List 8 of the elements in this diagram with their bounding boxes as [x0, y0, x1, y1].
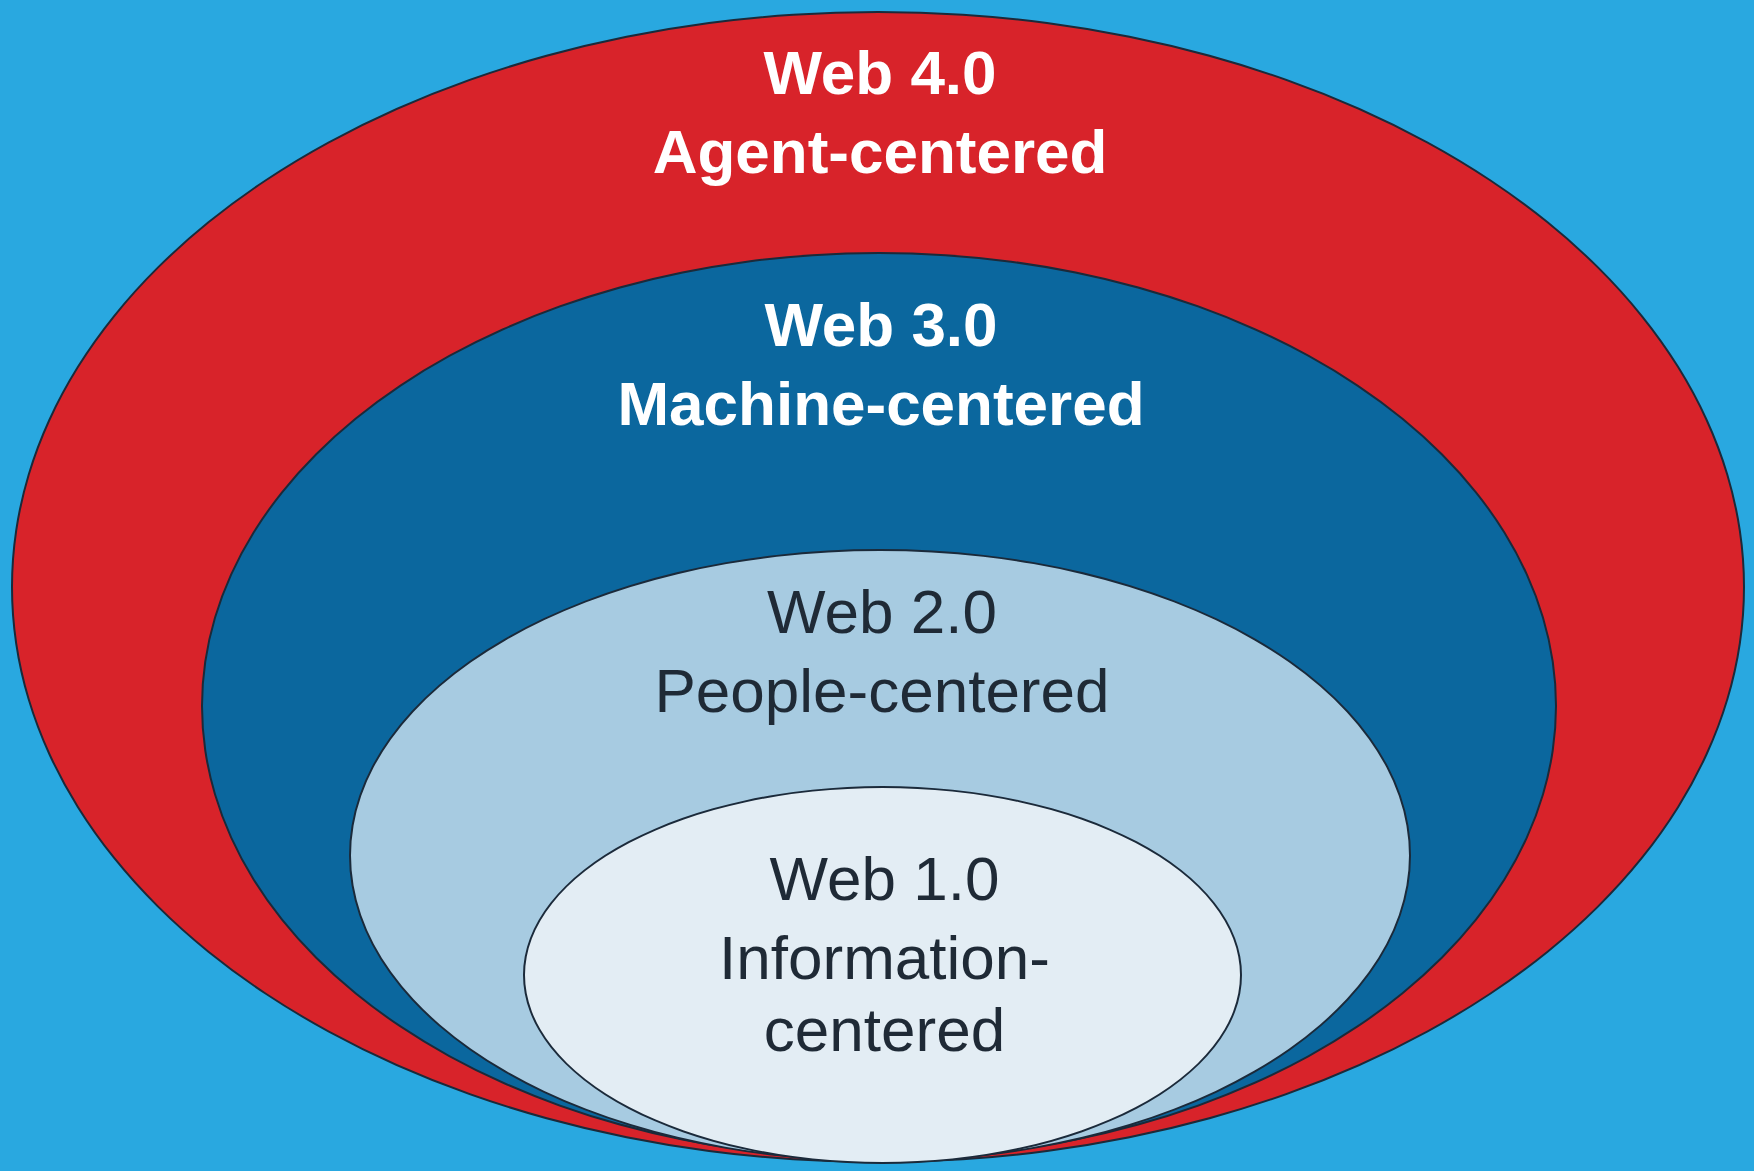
layer-description: Information-centered — [718, 922, 1051, 1065]
layer-description: Machine-centered — [617, 368, 1145, 440]
layer-description: Agent-centered — [652, 116, 1108, 188]
layer-description: People-centered — [654, 655, 1110, 727]
layer-title: Web 4.0 — [763, 37, 997, 109]
layer-title: Web 2.0 — [767, 576, 997, 648]
layer-title: Web 3.0 — [764, 289, 998, 361]
layer-title: Web 1.0 — [769, 843, 1000, 915]
